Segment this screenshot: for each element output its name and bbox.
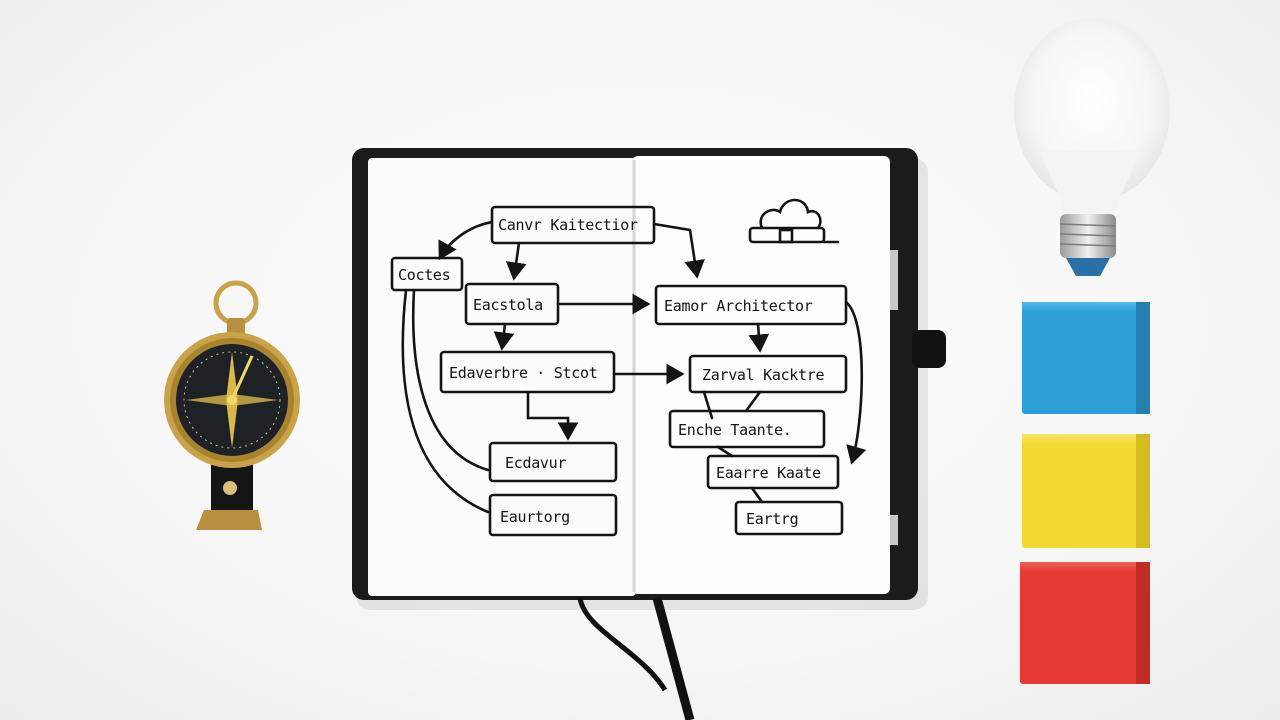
box-low2 [488, 493, 618, 537]
left-page-diagram [390, 205, 705, 537]
box-low1 [488, 441, 618, 483]
label-mid2: Edaverbre · Stcot [449, 364, 597, 382]
box-r5 [734, 500, 844, 536]
left-page-labels: Canvr Kaitectior Coctes Eacstola Edaverb… [398, 216, 638, 526]
cloud-icon [748, 198, 840, 244]
label-mid1: Eacstola [473, 296, 543, 314]
label-left: Coctes [398, 266, 450, 284]
label-r5: Eartrg [746, 510, 798, 528]
yellow-block [1022, 434, 1150, 548]
label-low2: Eaurtorg [500, 508, 570, 526]
box-r2 [688, 354, 848, 394]
label-r2: Zarval Kacktre [702, 366, 825, 384]
label-r4: Eaarre Kaate [716, 464, 821, 482]
right-page-diagram [654, 198, 867, 536]
label-r1: Eamor Architector [664, 297, 813, 315]
label-top: Canvr Kaitectior [498, 216, 638, 234]
box-r4 [706, 454, 840, 490]
box-left [390, 256, 464, 292]
blue-block [1022, 302, 1150, 414]
box-r1 [654, 284, 848, 326]
label-low1: Ecdavur [505, 454, 566, 472]
right-page-labels: Eamor Architector Zarval Kacktre Enche T… [664, 297, 825, 528]
red-block [1020, 562, 1150, 684]
label-r3: Enche Taante. [678, 421, 792, 439]
light-bulb-icon [1014, 18, 1170, 276]
compass-icon [164, 280, 300, 530]
